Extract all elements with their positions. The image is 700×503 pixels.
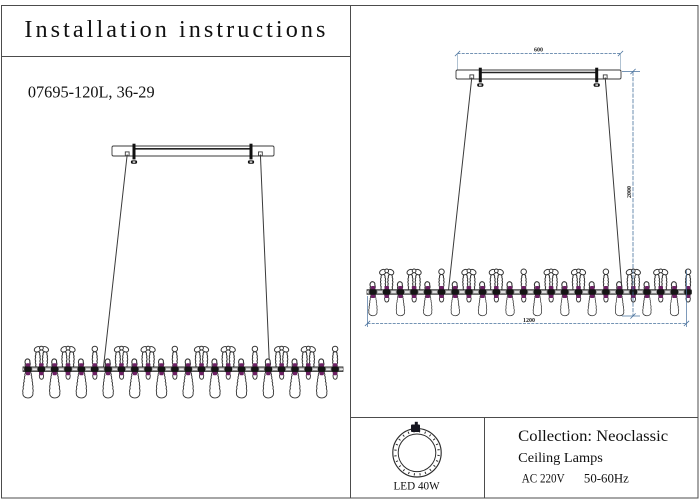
svg-text:LED 40W: LED 40W: [394, 479, 441, 493]
svg-text:Collection: Neoclassic: Collection: Neoclassic: [518, 428, 668, 445]
svg-text:07695-120L, 36-29: 07695-120L, 36-29: [28, 83, 155, 102]
svg-text:1200: 1200: [523, 318, 535, 324]
svg-text:600: 600: [534, 48, 543, 54]
svg-text:Installation instructions: Installation instructions: [24, 16, 325, 43]
svg-text:2000: 2000: [627, 186, 633, 198]
svg-text:50-60Hz: 50-60Hz: [584, 472, 630, 486]
svg-text:Ceiling Lamps: Ceiling Lamps: [518, 451, 603, 466]
svg-text:AC 220V: AC 220V: [522, 472, 565, 486]
